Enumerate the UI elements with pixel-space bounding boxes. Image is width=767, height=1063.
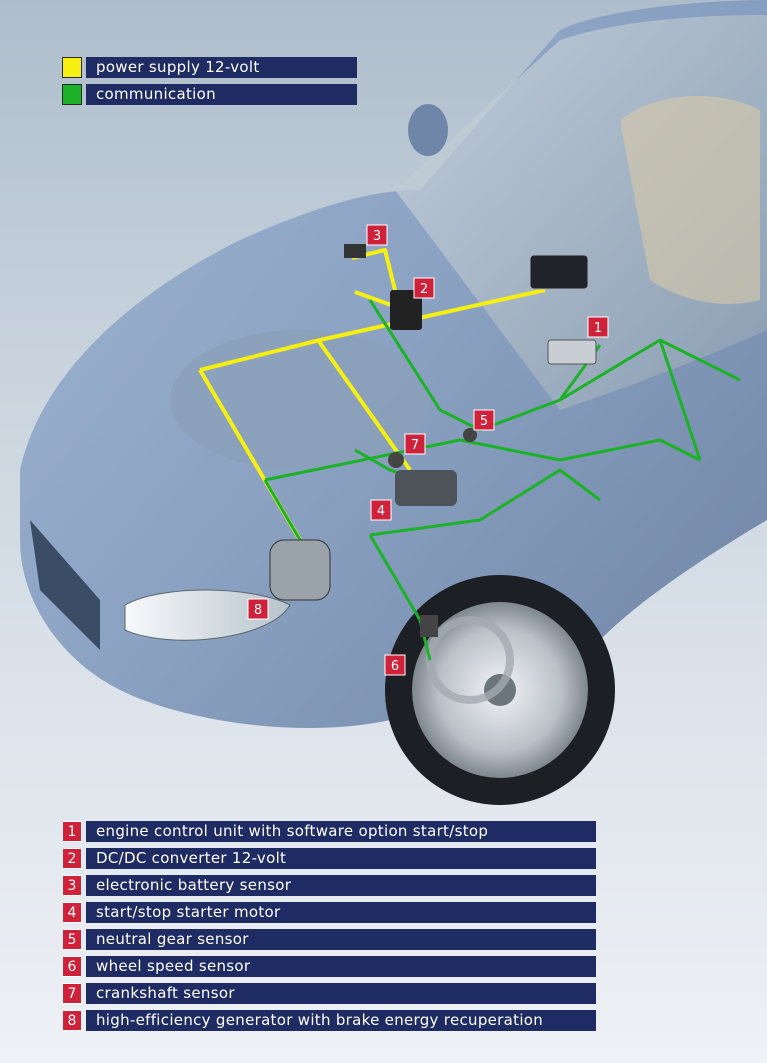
callouts: 1 2 3 4 5 6 7 8: [247, 224, 609, 676]
display-component: [529, 254, 589, 290]
callout-6: [384, 654, 406, 676]
callout-1-text: 1: [594, 321, 602, 336]
key-item-1: 1 engine control unit with software opti…: [62, 821, 596, 842]
key-number: 3: [62, 875, 82, 896]
component-key: 1 engine control unit with software opti…: [62, 821, 596, 1037]
key-number: 2: [62, 848, 82, 869]
callout-7-text: 7: [411, 438, 419, 453]
key-label: DC/DC converter 12-volt: [86, 848, 596, 869]
callout-2: [413, 277, 435, 299]
key-item-7: 7 crankshaft sensor: [62, 983, 596, 1004]
engine-block: [170, 330, 430, 470]
ecu-component: [547, 339, 597, 365]
callout-5-text: 5: [480, 414, 488, 429]
key-item-4: 4 start/stop starter motor: [62, 902, 596, 923]
battery-sensor-component: [344, 244, 366, 258]
callout-7: [404, 433, 426, 455]
neutral-gear-sensor-component: [463, 428, 477, 442]
legend-label-communication: communication: [86, 84, 357, 105]
callout-5: [473, 409, 495, 431]
key-label: crankshaft sensor: [86, 983, 596, 1004]
callout-3-text: 3: [373, 229, 381, 244]
key-item-3: 3 electronic battery sensor: [62, 875, 596, 896]
key-label: start/stop starter motor: [86, 902, 596, 923]
callout-8-text: 8: [254, 603, 262, 618]
key-label: wheel speed sensor: [86, 956, 596, 977]
key-number: 8: [62, 1010, 82, 1031]
interior-seat: [620, 96, 760, 304]
callout-2-text: 2: [420, 282, 428, 297]
key-label: neutral gear sensor: [86, 929, 596, 950]
key-label: engine control unit with software option…: [86, 821, 596, 842]
key-number: 4: [62, 902, 82, 923]
callout-8: [247, 598, 269, 620]
key-number: 5: [62, 929, 82, 950]
callout-3: [366, 224, 388, 246]
callout-4: [370, 499, 392, 521]
grille: [30, 520, 100, 650]
key-item-8: 8 high-efficiency generator with brake e…: [62, 1010, 596, 1031]
key-number: 6: [62, 956, 82, 977]
side-mirror: [408, 104, 448, 156]
wheel-speed-sensor-component: [420, 615, 438, 637]
legend-item-power: power supply 12-volt: [62, 57, 357, 78]
callout-4-text: 4: [377, 504, 385, 519]
key-number: 1: [62, 821, 82, 842]
callout-6-text: 6: [391, 659, 399, 674]
crankshaft-sensor-component: [388, 452, 404, 468]
key-number: 7: [62, 983, 82, 1004]
starter-motor-component: [395, 470, 457, 506]
power-swatch: [62, 57, 82, 78]
callout-1: [587, 316, 609, 338]
key-item-5: 5 neutral gear sensor: [62, 929, 596, 950]
key-label: high-efficiency generator with brake ene…: [86, 1010, 596, 1031]
legend-item-communication: communication: [62, 84, 357, 105]
wiring-legend: power supply 12-volt communication: [62, 57, 357, 111]
key-item-2: 2 DC/DC converter 12-volt: [62, 848, 596, 869]
key-label: electronic battery sensor: [86, 875, 596, 896]
communication-swatch: [62, 84, 82, 105]
key-item-6: 6 wheel speed sensor: [62, 956, 596, 977]
legend-label-power: power supply 12-volt: [86, 57, 357, 78]
dcdc-converter-component: [390, 290, 422, 330]
generator-component: [269, 539, 331, 601]
